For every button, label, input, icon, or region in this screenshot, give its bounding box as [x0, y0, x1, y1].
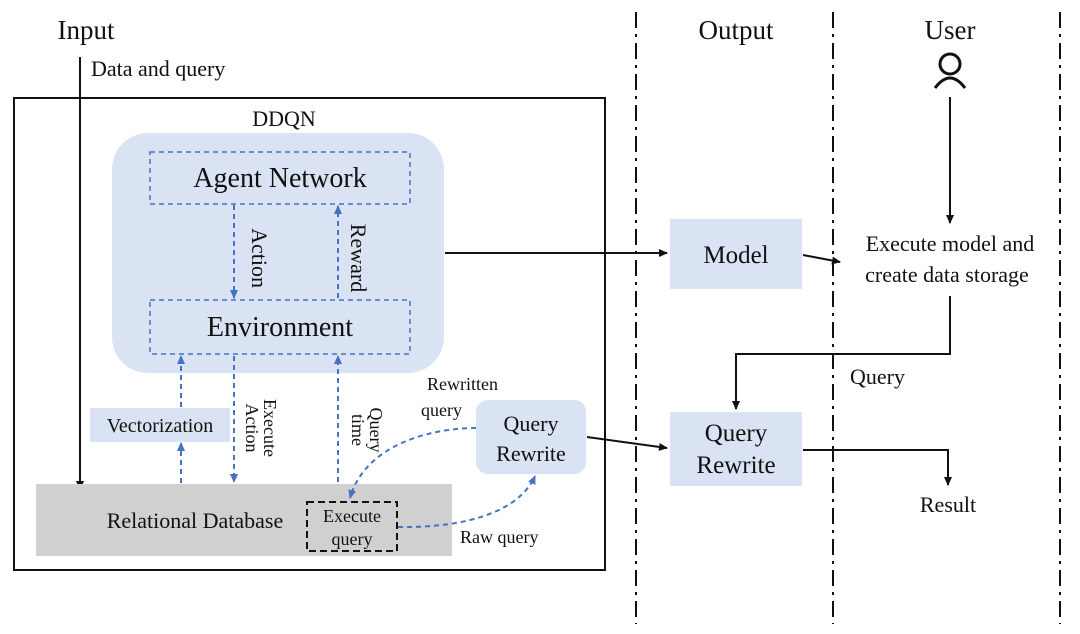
ddqn-query-rewrite-label-line2: Rewrite: [496, 441, 566, 466]
query-to-output-rewrite-arrow: [732, 296, 951, 410]
agent-network-box: [149, 151, 411, 205]
query-time-label-line1: Query: [366, 408, 386, 453]
ddqn-agent-block: [112, 133, 444, 373]
query-time-label-line2: time: [348, 414, 368, 446]
model-label: Model: [703, 242, 768, 269]
query-label: Query: [850, 364, 905, 389]
ddqn-rewrite-to-output-rewrite-arrow: [586, 436, 668, 451]
action-label: Action: [247, 228, 272, 288]
relational-database-box: [36, 484, 452, 556]
rewritten-query-label-line1: Rewritten: [427, 374, 498, 394]
execute-action-label-line2: Action: [242, 404, 262, 453]
execute-action-label-line1: Execute: [260, 399, 280, 457]
execute-query-box: [306, 501, 398, 552]
model-box: [670, 219, 802, 289]
user-icon: [933, 52, 967, 89]
ddqn-query-rewrite-label-line1: Query: [504, 411, 559, 436]
execute-model-label-line1: Execute model and: [866, 231, 1035, 256]
execute-query-label-line2: query: [332, 529, 373, 549]
raw-query-label: Raw query: [460, 527, 538, 547]
output-query-rewrite-label-line2: Rewrite: [696, 452, 775, 479]
rewritten-query-label-line2: query: [421, 400, 462, 420]
rewrite-to-result-arrow: [803, 449, 952, 486]
execute-model-label-line2: create data storage: [865, 262, 1029, 287]
input-label: Data and query: [91, 56, 225, 81]
agent-network-label: Agent Network: [193, 163, 366, 194]
ddqn-title: DDQN: [252, 106, 316, 131]
ddqn-query-rewrite-box: [476, 400, 586, 474]
raw-query-arrow: [397, 475, 536, 529]
relational-database-label: Relational Database: [107, 508, 284, 533]
vectorization-label: Vectorization: [107, 415, 214, 437]
ddqn-frame: [13, 97, 606, 571]
result-label: Result: [920, 492, 976, 517]
reward-label: Reward: [346, 224, 371, 292]
column-header-output: Output: [698, 15, 774, 45]
vectorization-box: [90, 408, 230, 442]
rewritten-query-arrow: [348, 427, 477, 499]
column-header-user: User: [925, 15, 976, 45]
output-query-rewrite-label-line1: Query: [705, 420, 768, 447]
column-header-input: Input: [58, 15, 115, 45]
model-to-execute-arrow: [802, 254, 841, 265]
output-query-rewrite-box: [670, 412, 802, 486]
environment-label: Environment: [207, 312, 353, 343]
execute-query-label-line1: Execute: [323, 506, 381, 526]
environment-box: [149, 299, 411, 355]
